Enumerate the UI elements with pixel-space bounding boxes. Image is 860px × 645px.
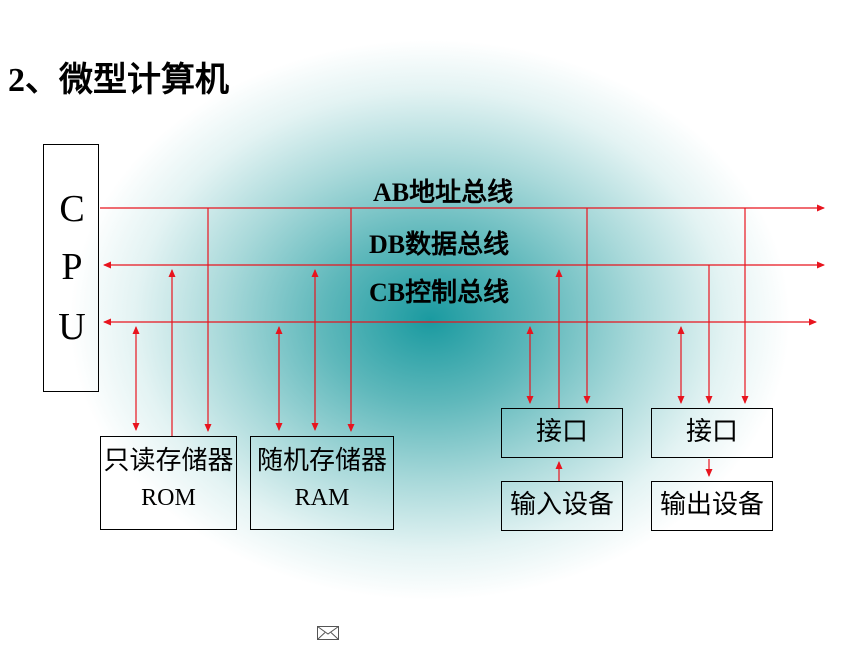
data-bus-label: DB数据总线 xyxy=(369,230,510,259)
cpu-letter-u: U xyxy=(58,306,86,348)
ram-name: 随机存储器 xyxy=(256,446,387,475)
rom-abbr: ROM xyxy=(141,485,196,511)
address-bus-label: AB地址总线 xyxy=(373,178,514,207)
ram-abbr: RAM xyxy=(294,485,350,511)
cpu-block: C P U xyxy=(43,144,99,392)
output-interface-block: 接口 xyxy=(651,408,773,458)
input-device-block: 输入设备 xyxy=(501,481,623,531)
control-bus-label: CB控制总线 xyxy=(369,278,510,307)
slide-title: 2、微型计算机 xyxy=(8,62,229,99)
rom-block: 只读存储器 ROM xyxy=(100,436,237,530)
output-device-block: 输出设备 xyxy=(651,481,773,531)
envelope-icon[interactable] xyxy=(317,626,339,640)
input-interface-block: 接口 xyxy=(501,408,623,458)
rom-name: 只读存储器 xyxy=(103,446,234,475)
cpu-letter-c: C xyxy=(59,188,85,230)
cpu-letter-p: P xyxy=(61,246,83,288)
ram-block: 随机存储器 RAM xyxy=(250,436,394,530)
